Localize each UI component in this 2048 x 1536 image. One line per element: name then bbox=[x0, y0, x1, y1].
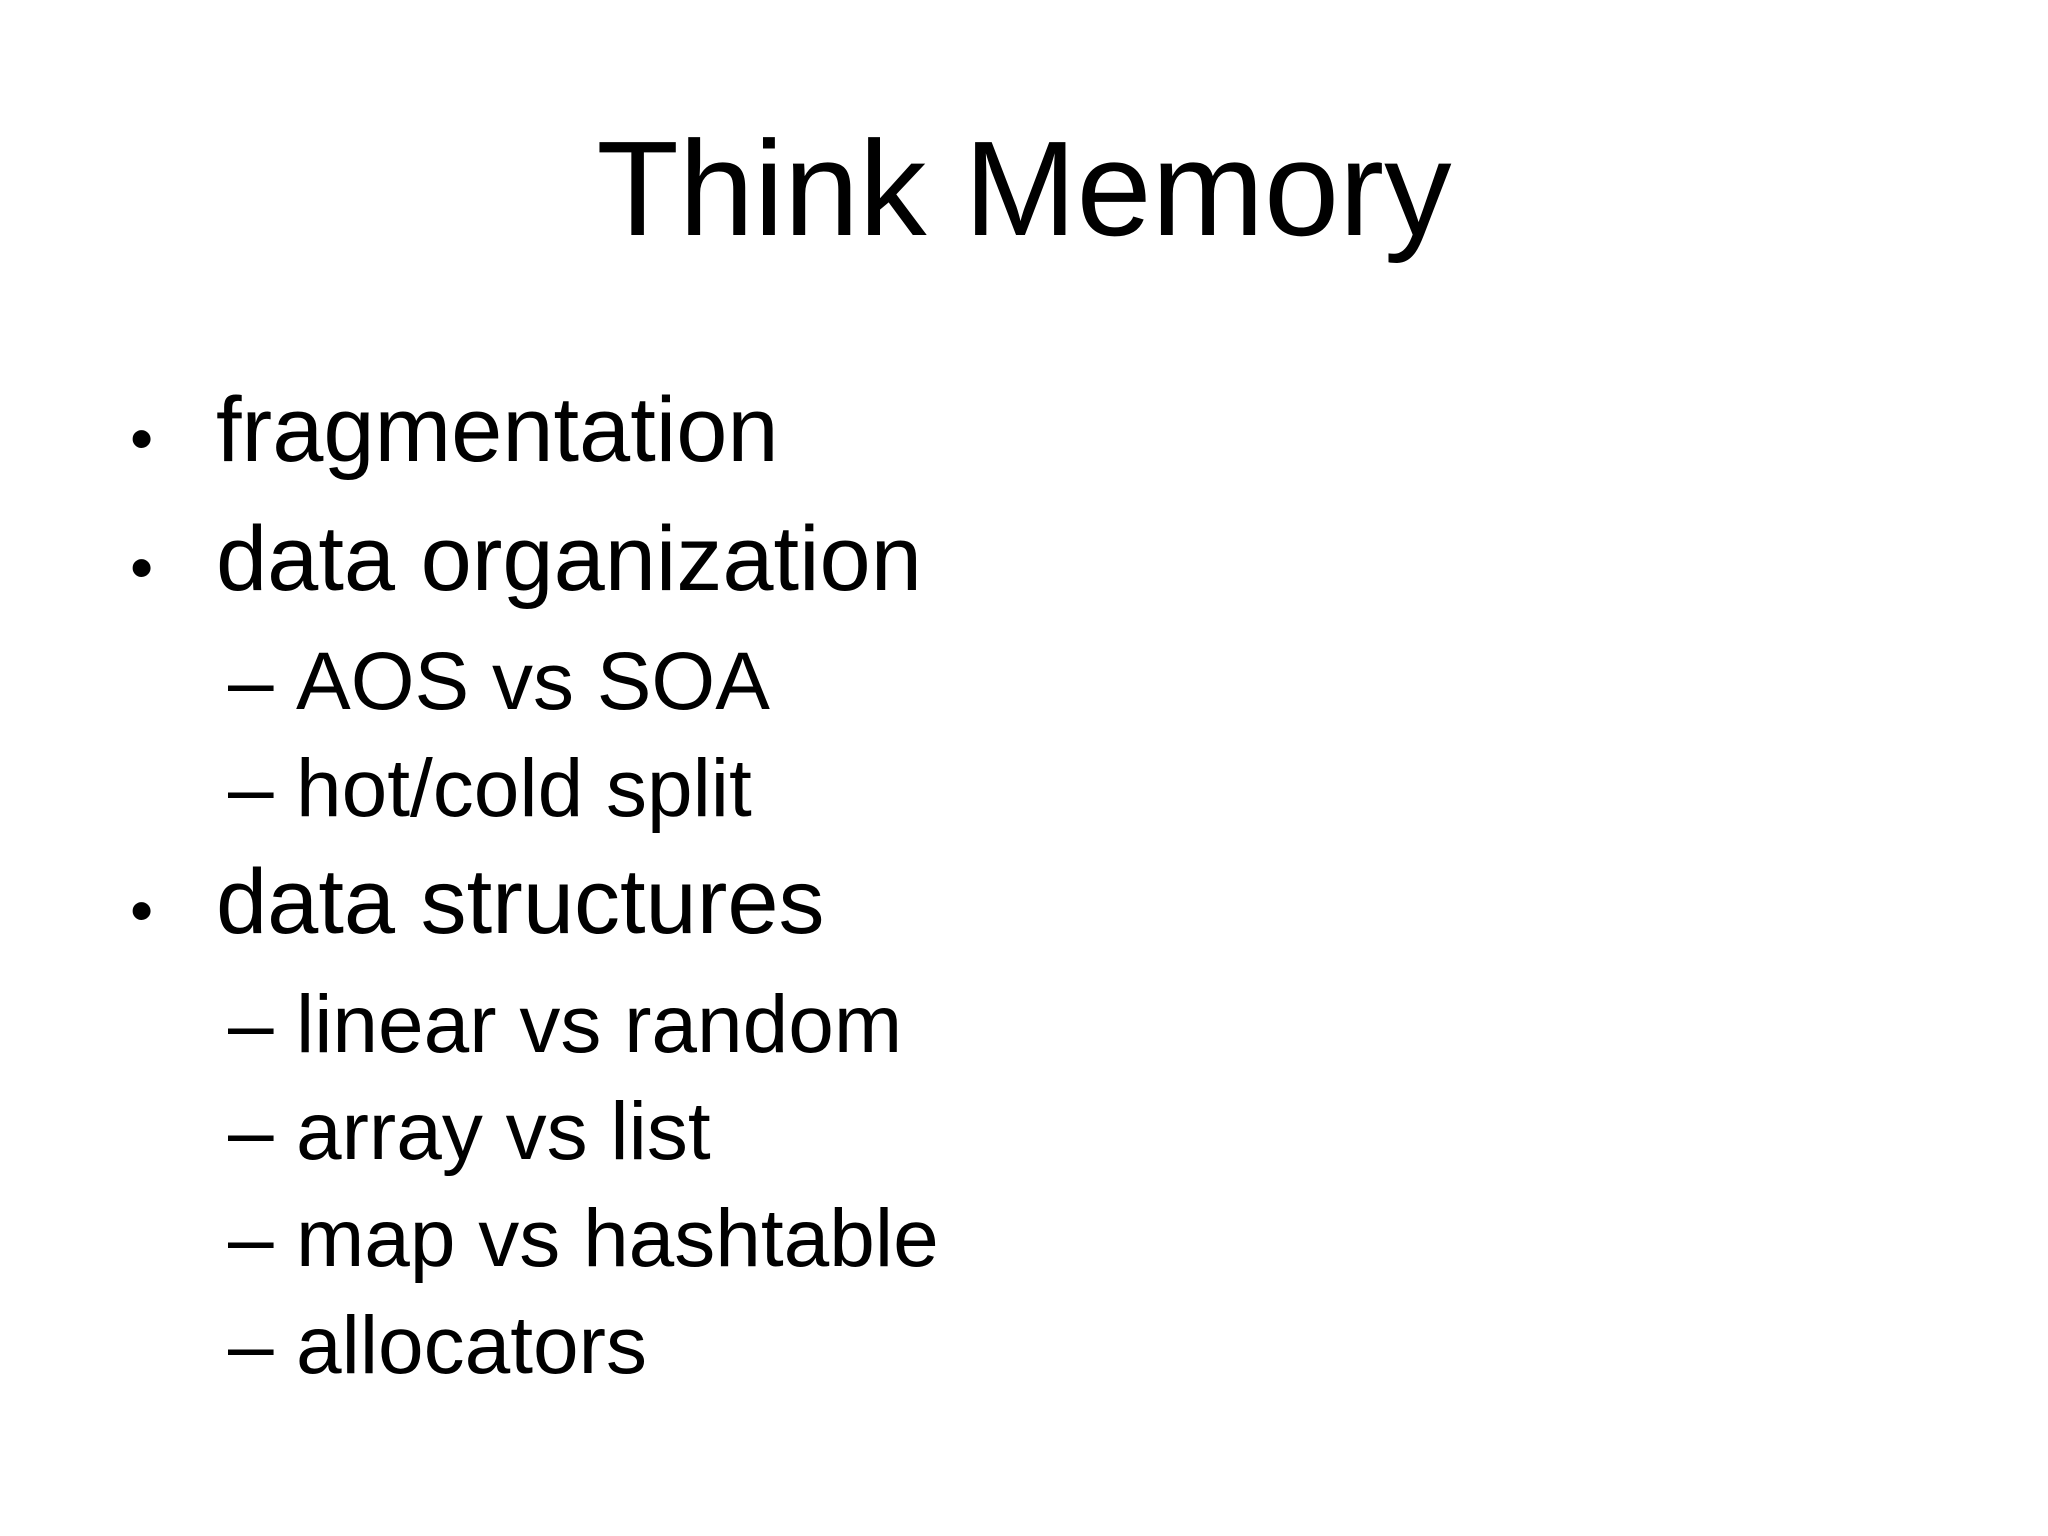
dash-icon: – bbox=[228, 743, 274, 834]
list-item: • data structures bbox=[130, 842, 2048, 971]
list-item: • fragmentation bbox=[130, 370, 2048, 499]
dash-icon: – bbox=[228, 1193, 274, 1284]
bullet-icon: • bbox=[130, 402, 154, 476]
bullet-text: data organization bbox=[216, 508, 922, 610]
bullet-text: fragmentation bbox=[216, 379, 779, 481]
bullet-text: linear vs random bbox=[296, 979, 903, 1070]
dash-icon: – bbox=[228, 636, 274, 727]
bullet-text: hot/cold split bbox=[296, 743, 752, 834]
list-item: – AOS vs SOA bbox=[228, 628, 2048, 735]
list-item: – map vs hashtable bbox=[228, 1185, 2048, 1292]
bullet-list: • fragmentation • data organization – AO… bbox=[0, 370, 2048, 1399]
bullet-text: data structures bbox=[216, 851, 825, 953]
slide-title: Think Memory bbox=[596, 113, 1452, 264]
bullet-text: allocators bbox=[296, 1300, 647, 1391]
bullet-text: array vs list bbox=[296, 1086, 711, 1177]
list-item: • data organization bbox=[130, 499, 2048, 628]
bullet-text: map vs hashtable bbox=[296, 1193, 939, 1284]
list-item: – linear vs random bbox=[228, 971, 2048, 1078]
list-item: – allocators bbox=[228, 1292, 2048, 1399]
bullet-text: AOS vs SOA bbox=[296, 636, 770, 727]
list-item: – array vs list bbox=[228, 1078, 2048, 1185]
dash-icon: – bbox=[228, 979, 274, 1070]
bullet-icon: • bbox=[130, 531, 154, 605]
dash-icon: – bbox=[228, 1086, 274, 1177]
bullet-icon: • bbox=[130, 874, 154, 948]
dash-icon: – bbox=[228, 1300, 274, 1391]
list-item: – hot/cold split bbox=[228, 735, 2048, 842]
